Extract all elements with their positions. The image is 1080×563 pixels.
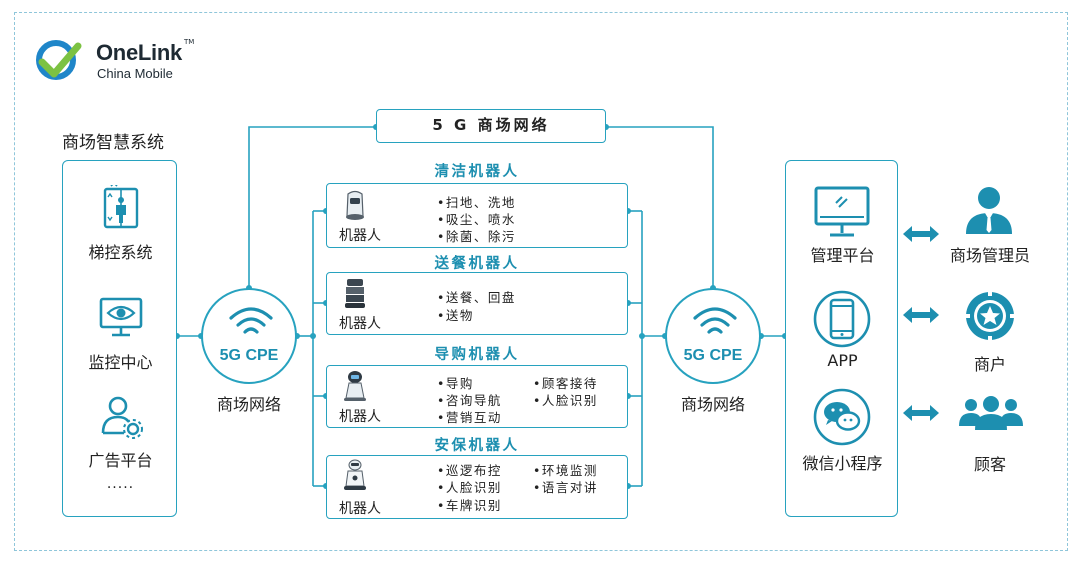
robot-feature: •人脸识别: [437, 480, 502, 495]
cpe-label: 5G CPE: [219, 347, 279, 364]
left-network-label: 商场网络: [216, 395, 281, 414]
robot-feature: •送物: [437, 308, 474, 323]
robot-title-delivery: 送餐机器人: [434, 256, 520, 272]
robot-feature: •环境监测: [533, 463, 598, 478]
mall-system-label: 广告平台: [88, 451, 153, 470]
security-robot-icon: [344, 459, 366, 490]
user-label: 商场管理员: [949, 246, 1030, 265]
desktop-monitor-icon: [814, 186, 870, 237]
top-5g-network: 5 G 商场网络: [376, 109, 606, 143]
diagram-frame: [14, 12, 1068, 551]
robot-feature: •咨询导航: [437, 393, 502, 408]
robot-name: 机器人: [339, 316, 381, 332]
platform-label: APP: [827, 351, 858, 370]
cleaning-robot-icon: [346, 190, 364, 220]
smartphone-icon: [813, 290, 871, 348]
onelink-logo-icon: [36, 40, 82, 80]
robot-feature: •人脸识别: [533, 393, 598, 408]
robot-feature: •车牌识别: [437, 498, 502, 513]
robot-feature: •营销互动: [437, 410, 502, 425]
guide-robot-icon: [344, 371, 366, 401]
cpe-right: 5G CPE: [665, 288, 761, 384]
double-arrow-icon: [903, 405, 939, 421]
platform-panel: 管理平台 APP 微信小程序: [785, 160, 898, 517]
robot-box-guide: 机器人 •导购 •咨询导航 •营销互动 •顾客接待 •人脸识别: [326, 365, 628, 428]
robot-feature: •吸尘、喷水: [437, 212, 516, 227]
robot-name: 机器人: [339, 501, 381, 517]
robot-feature: •除菌、除污: [437, 229, 516, 244]
right-network-label: 商场网络: [680, 395, 745, 414]
robot-title-cleaning: 清洁机器人: [434, 164, 520, 180]
robot-feature: •扫地、洗地: [437, 195, 516, 210]
elevator-icon: [103, 185, 138, 229]
monitor-eye-icon: [99, 297, 142, 337]
platform-label: 微信小程序: [802, 454, 883, 473]
robot-box-security: 机器人 •巡逻布控 •人脸识别 •车牌识别 •环境监测 •语言对讲: [326, 455, 628, 519]
wechat-icon: [813, 388, 871, 446]
platform-label: 管理平台: [810, 246, 875, 265]
robot-box-delivery: 机器人 •送餐、回盘 •送物: [326, 272, 628, 335]
mall-system-label: 监控中心: [88, 353, 153, 372]
mall-system-item-elevator: 梯控系统: [63, 185, 178, 263]
robot-feature: •语言对讲: [533, 480, 598, 495]
logo-name: OneLink: [96, 40, 182, 65]
mall-system-panel: 梯控系统 监控中心 广告平台 .....: [62, 160, 177, 517]
robot-feature: •巡逻布控: [437, 463, 502, 478]
robot-title-security: 安保机器人: [434, 438, 520, 454]
robot-feature: •送餐、回盘: [437, 290, 516, 305]
cpe-left: 5G CPE: [201, 288, 297, 384]
robot-feature: •顾客接待: [533, 376, 598, 391]
double-arrow-icon: [903, 226, 939, 242]
double-arrow-icon: [903, 307, 939, 323]
user-label: 商户: [973, 355, 1006, 374]
user-label: 顾客: [973, 455, 1006, 474]
robot-box-cleaning: 机器人 •扫地、洗地 •吸尘、喷水 •除菌、除污: [326, 183, 628, 248]
robot-title-guide: 导购机器人: [434, 347, 520, 363]
customers-group-icon: [959, 396, 1023, 430]
merchant-badge-icon: [966, 292, 1014, 340]
mall-system-title: 商场智慧系统: [62, 133, 164, 153]
logo-trademark: TM: [184, 38, 195, 46]
manager-icon: [966, 187, 1012, 234]
mall-system-more: .....: [106, 476, 135, 492]
robot-name: 机器人: [339, 409, 381, 425]
mall-system-item-monitor: 监控中心: [63, 295, 178, 373]
mall-system-label: 梯控系统: [88, 243, 153, 262]
wifi-icon: [693, 307, 737, 334]
delivery-robot-icon: [345, 279, 365, 308]
onelink-logo: OneLink TM China Mobile: [34, 38, 194, 82]
robot-feature: •导购: [437, 376, 474, 391]
user-gear-icon: [101, 396, 143, 439]
mall-system-item-advertising: 广告平台: [63, 393, 178, 471]
logo-subtitle: China Mobile: [97, 66, 173, 81]
cpe-label: 5G CPE: [683, 347, 743, 364]
wifi-icon: [229, 307, 273, 334]
robot-name: 机器人: [339, 228, 381, 244]
